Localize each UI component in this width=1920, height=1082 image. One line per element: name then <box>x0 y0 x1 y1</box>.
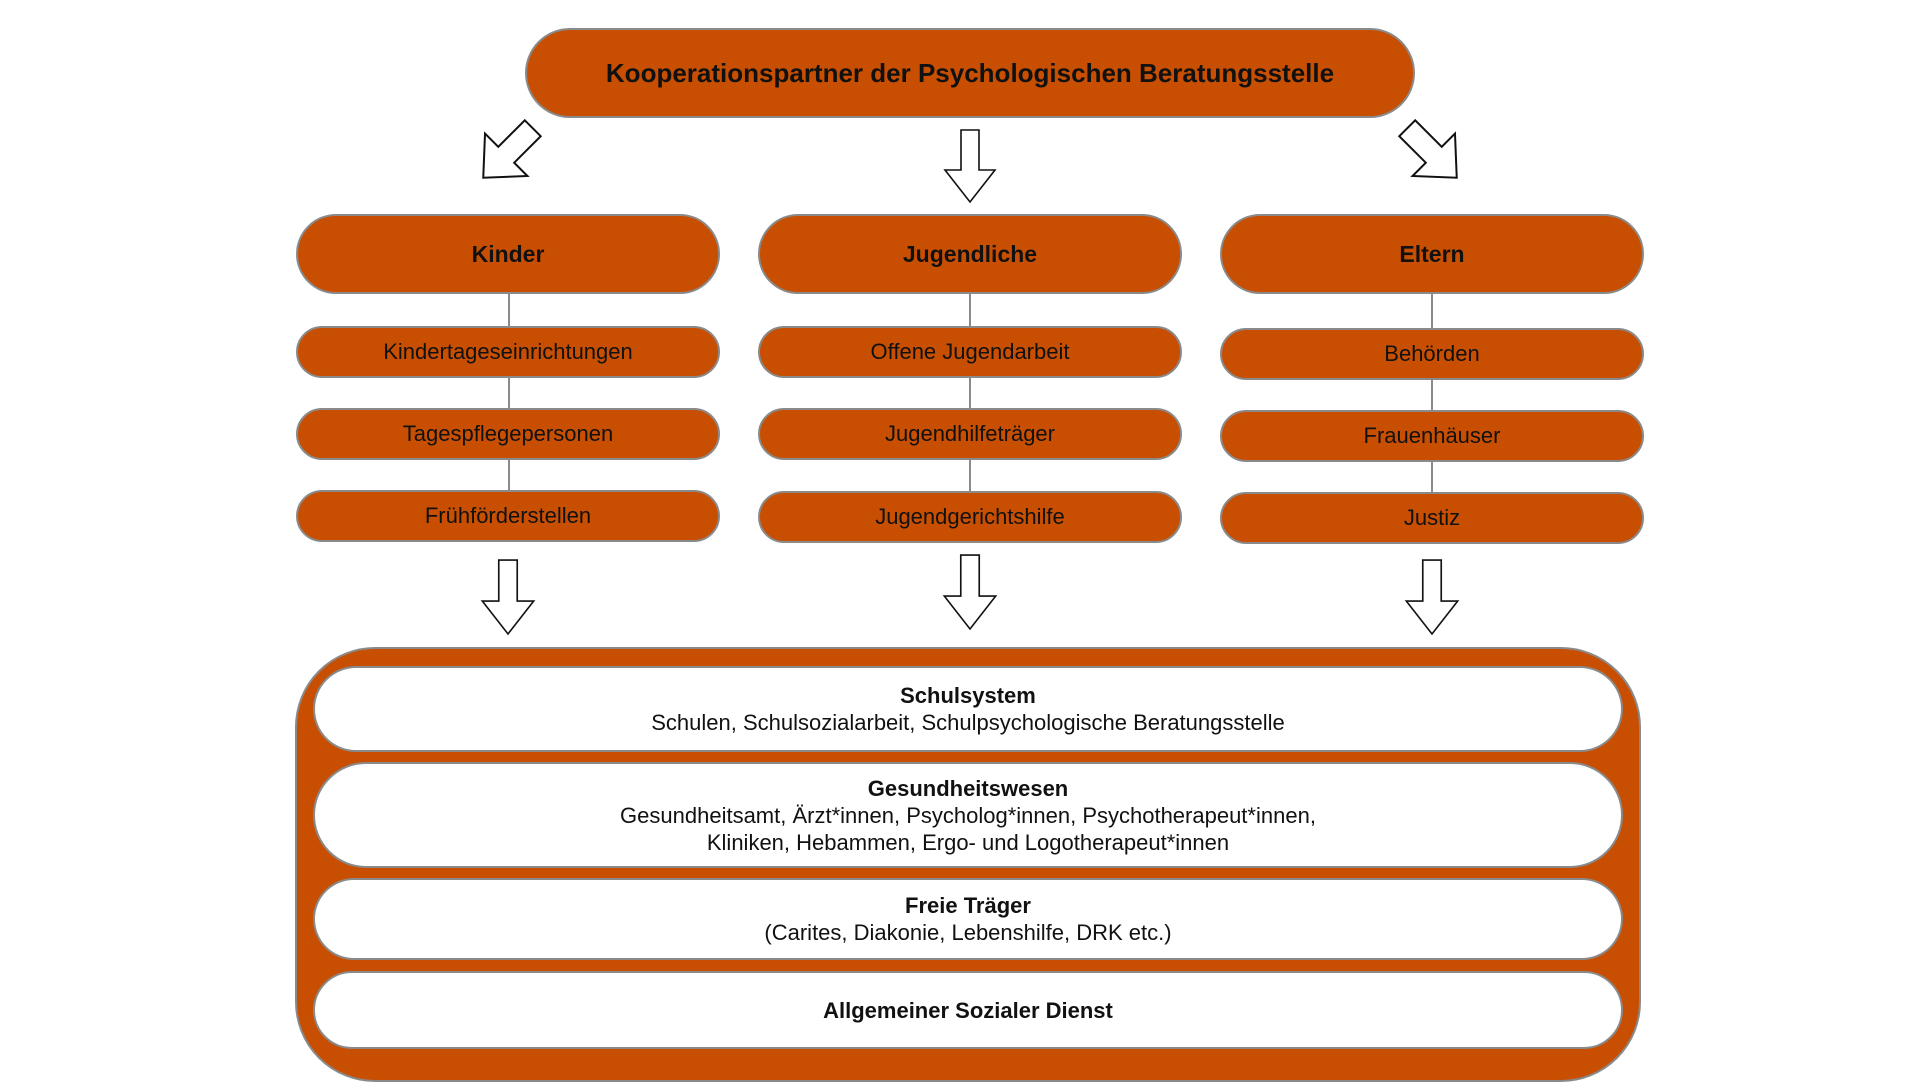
band-allgemeiner-sozialer-dienst: Allgemeiner Sozialer Dienst <box>313 971 1623 1049</box>
item-box: Frühförderstellen <box>296 490 720 542</box>
diagram-title: Kooperationspartner der Psychologischen … <box>525 28 1415 118</box>
item-box: Tagespflegepersonen <box>296 408 720 460</box>
band-text: (Carites, Diakonie, Lebenshilfe, DRK etc… <box>764 920 1172 945</box>
column-connector <box>508 294 510 494</box>
band-heading: Schulsystem <box>900 683 1036 708</box>
band-gesundheitswesen: Gesundheitswesen Gesundheitsamt, Ärzt*in… <box>313 762 1623 868</box>
arrow-down-left-icon <box>482 118 543 179</box>
band-text: Gesundheitsamt, Ärzt*innen, Psycholog*in… <box>620 802 1316 828</box>
arrow-down-icon <box>943 129 997 204</box>
item-box: Kindertageseinrichtungen <box>296 326 720 378</box>
category-kinder: Kinder <box>296 214 720 294</box>
band-heading: Gesundheitswesen <box>867 775 1069 801</box>
category-eltern: Eltern <box>1220 214 1644 294</box>
item-box: Jugendgerichtshilfe <box>758 491 1182 543</box>
item-box: Behörden <box>1220 328 1644 380</box>
item-box: Justiz <box>1220 492 1644 544</box>
band-text: Schulen, Schulsozialarbeit, Schulpsychol… <box>651 710 1285 735</box>
band-text: Kliniken, Hebammen, Ergo- und Logotherap… <box>706 829 1230 855</box>
item-box: Frauenhäuser <box>1220 410 1644 462</box>
arrow-down-right-icon <box>1397 118 1458 179</box>
arrow-down-icon <box>480 559 536 636</box>
item-box: Jugendhilfeträger <box>758 408 1182 460</box>
item-box: Offene Jugendarbeit <box>758 326 1182 378</box>
band-schulsystem: Schulsystem Schulen, Schulsozialarbeit, … <box>313 666 1623 752</box>
column-connector <box>1431 294 1433 494</box>
band-heading: Freie Träger <box>905 893 1031 918</box>
arrow-down-icon <box>942 554 998 631</box>
category-jugendliche: Jugendliche <box>758 214 1182 294</box>
band-heading: Allgemeiner Sozialer Dienst <box>823 997 1113 1023</box>
column-connector <box>969 294 971 494</box>
band-freie-traeger: Freie Träger (Carites, Diakonie, Lebensh… <box>313 878 1623 960</box>
arrow-down-icon <box>1404 559 1460 636</box>
